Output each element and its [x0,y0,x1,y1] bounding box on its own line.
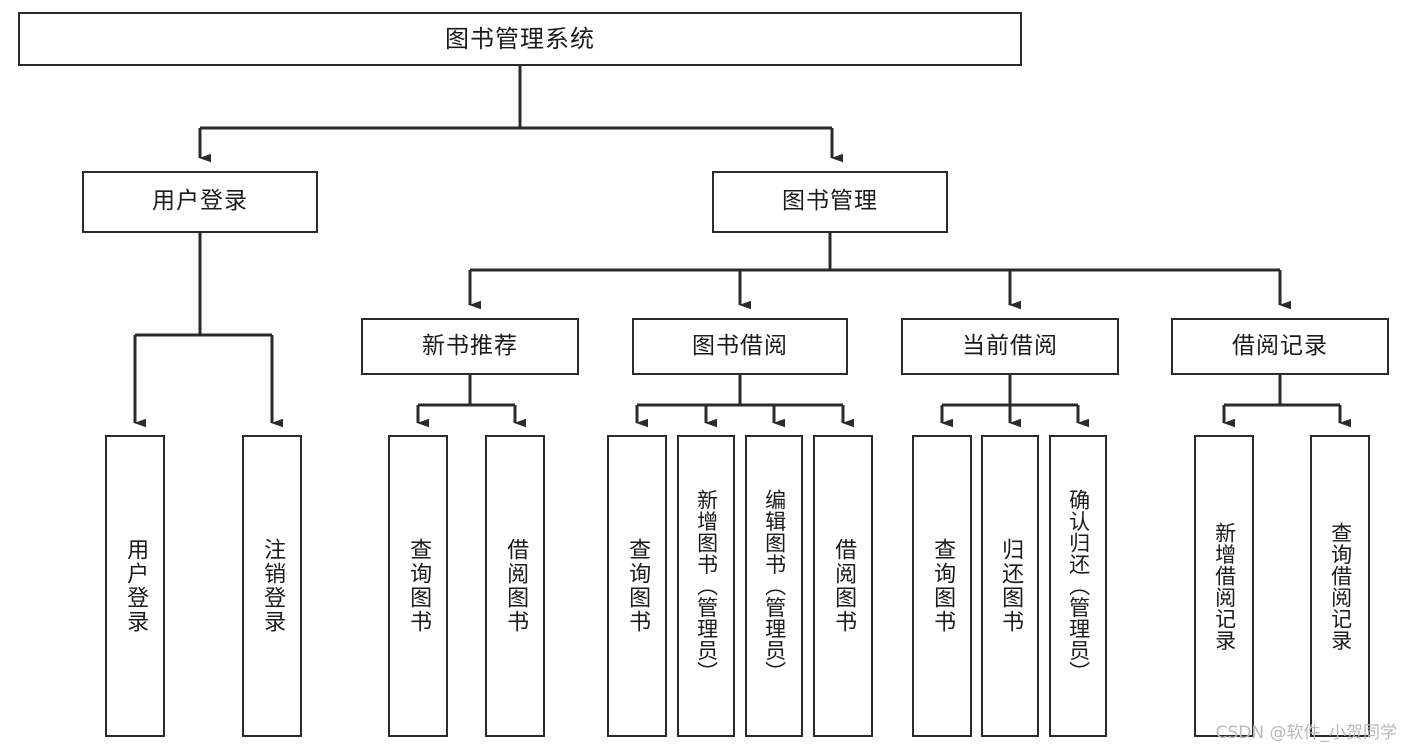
node-new-book-recommend[interactable]: 新书推荐 [361,318,579,375]
node-root-label: 图书管理系统 [445,24,595,53]
leaf-confirm-return-label: 确认归还（管理员） [1066,489,1091,683]
leaf-edit-book[interactable]: 编辑图书（管理员） [745,435,803,737]
leaf-logout-label: 注销登录 [260,538,286,634]
leaf-query-book-2-label: 查询图书 [625,538,651,634]
node-book-manage-label: 图书管理 [782,188,878,215]
node-book-borrow-label: 图书借阅 [692,332,788,359]
node-borrow-record[interactable]: 借阅记录 [1171,318,1389,375]
leaf-borrow-book-2[interactable]: 借阅图书 [813,435,873,737]
leaf-borrow-book-1-label: 借阅图书 [503,538,529,634]
leaf-query-book-2[interactable]: 查询图书 [607,435,667,737]
leaf-query-book-1[interactable]: 查询图书 [388,435,448,737]
leaf-query-book-3[interactable]: 查询图书 [912,435,972,737]
leaf-user-login-label: 用户登录 [123,538,149,634]
leaf-return-book[interactable]: 归还图书 [981,435,1039,737]
node-current-borrow-label: 当前借阅 [962,332,1058,359]
node-root[interactable]: 图书管理系统 [18,12,1022,66]
node-borrow-record-label: 借阅记录 [1232,332,1328,359]
leaf-logout[interactable]: 注销登录 [242,435,302,737]
leaf-add-book-label: 新增图书（管理员） [694,489,719,683]
leaf-add-record-label: 新增借阅记录 [1212,521,1237,651]
leaf-return-book-label: 归还图书 [998,538,1024,634]
leaf-user-login[interactable]: 用户登录 [105,435,165,737]
node-new-book-recommend-label: 新书推荐 [422,332,518,359]
node-book-borrow[interactable]: 图书借阅 [632,318,848,375]
leaf-query-book-3-label: 查询图书 [930,538,956,634]
node-user-login[interactable]: 用户登录 [82,171,318,233]
node-book-manage[interactable]: 图书管理 [712,171,948,233]
node-user-login-label: 用户登录 [152,188,248,215]
leaf-borrow-book-1[interactable]: 借阅图书 [485,435,545,737]
leaf-query-book-1-label: 查询图书 [406,538,432,634]
leaf-query-record[interactable]: 查询借阅记录 [1310,435,1370,737]
leaf-query-record-label: 查询借阅记录 [1328,521,1353,651]
node-current-borrow[interactable]: 当前借阅 [901,318,1119,375]
leaf-borrow-book-2-label: 借阅图书 [831,538,857,634]
leaf-add-record[interactable]: 新增借阅记录 [1194,435,1254,737]
leaf-add-book[interactable]: 新增图书（管理员） [677,435,735,737]
leaf-edit-book-label: 编辑图书（管理员） [762,489,787,683]
leaf-confirm-return[interactable]: 确认归还（管理员） [1049,435,1107,737]
